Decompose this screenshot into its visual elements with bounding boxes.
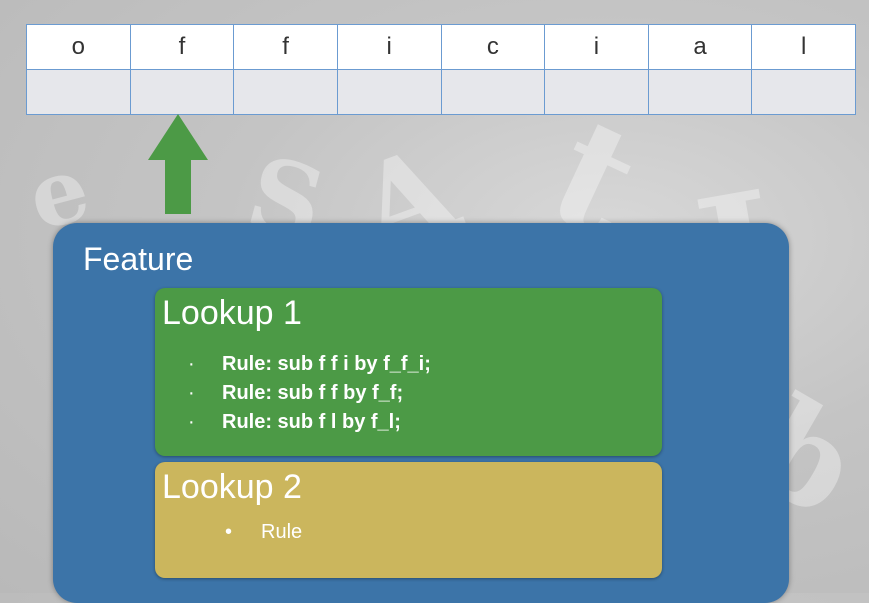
rule-item: · Rule: sub f f by f_f; [188, 379, 431, 408]
bullet-icon: · [188, 353, 195, 375]
bullet-icon: · [188, 382, 195, 404]
lookup-1-box: Lookup 1 · Rule: sub f f i by f_f_i; · Rul… [155, 288, 662, 456]
glyph-cell: l [751, 24, 856, 70]
lookup-1-rules: · Rule: sub f f i by f_f_i; · Rule: sub f … [188, 350, 431, 437]
glyph-cell: f [129, 24, 235, 70]
rule-text: Rule: sub f f by f_f; [222, 382, 404, 404]
glyph-cell: f [233, 24, 338, 70]
glyph-row: o f f i c i a l [26, 24, 856, 70]
bullet-icon: • [225, 521, 233, 543]
rule-item: • Rule [225, 518, 302, 547]
rule-text: Rule [261, 521, 303, 543]
empty-cell [647, 69, 753, 115]
empty-cell [544, 69, 649, 115]
lookup-1-title: Lookup 1 [162, 294, 302, 332]
empty-cell [751, 69, 856, 115]
bullet-icon: · [188, 411, 195, 433]
feature-box: Feature Lookup 1 · Rule: sub f f i by f_f… [53, 223, 789, 603]
rule-text: Rule: sub f f i by f_f_i; [222, 353, 431, 375]
lookup-2-box: Lookup 2 • Rule [155, 462, 662, 578]
empty-cell [336, 69, 442, 115]
lookup-2-title: Lookup 2 [162, 468, 302, 506]
empty-row [26, 69, 856, 115]
glyph-cell: a [647, 24, 753, 70]
lookup-2-rules: • Rule [225, 518, 302, 547]
empty-cell [440, 69, 546, 115]
glyph-cell: o [26, 24, 131, 70]
rule-item: · Rule: sub f f i by f_f_i; [188, 350, 431, 379]
glyph-cell: i [544, 24, 649, 70]
glyph-sequence-table: o f f i c i a l [26, 24, 856, 115]
rule-text: Rule: sub f l by f_l; [222, 411, 401, 433]
glyph-cell: i [336, 24, 442, 70]
empty-cell [129, 69, 235, 115]
rule-item: · Rule: sub f l by f_l; [188, 408, 431, 437]
up-arrow-icon [148, 114, 208, 214]
empty-cell [26, 69, 131, 115]
glyph-cell: c [440, 24, 546, 70]
empty-cell [233, 69, 338, 115]
feature-title: Feature [83, 241, 194, 277]
